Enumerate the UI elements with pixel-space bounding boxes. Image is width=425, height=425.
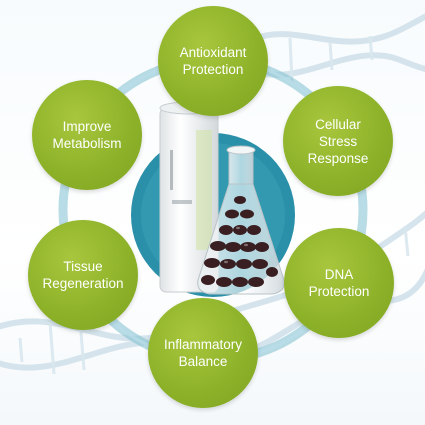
node-label: Inflammatory Balance xyxy=(163,337,243,369)
flask xyxy=(197,145,285,295)
node-label: Tissue Regeneration xyxy=(42,259,124,291)
node-cellular-stress-response: Cellular Stress Response xyxy=(283,86,393,196)
node-label: Cellular Stress Response xyxy=(307,116,369,166)
node-inflammatory-balance: Inflammatory Balance xyxy=(148,298,258,408)
node-tissue-regeneration: Tissue Regeneration xyxy=(28,220,138,330)
node-label: Improve Metabolism xyxy=(52,119,122,151)
node-label: DNA Protection xyxy=(308,267,370,299)
node-label: Antioxidant Protection xyxy=(179,45,247,77)
node-improve-metabolism: Improve Metabolism xyxy=(32,80,142,190)
node-antioxidant-protection: Antioxidant Protection xyxy=(158,6,268,116)
node-dna-protection: DNA Protection xyxy=(284,228,394,338)
